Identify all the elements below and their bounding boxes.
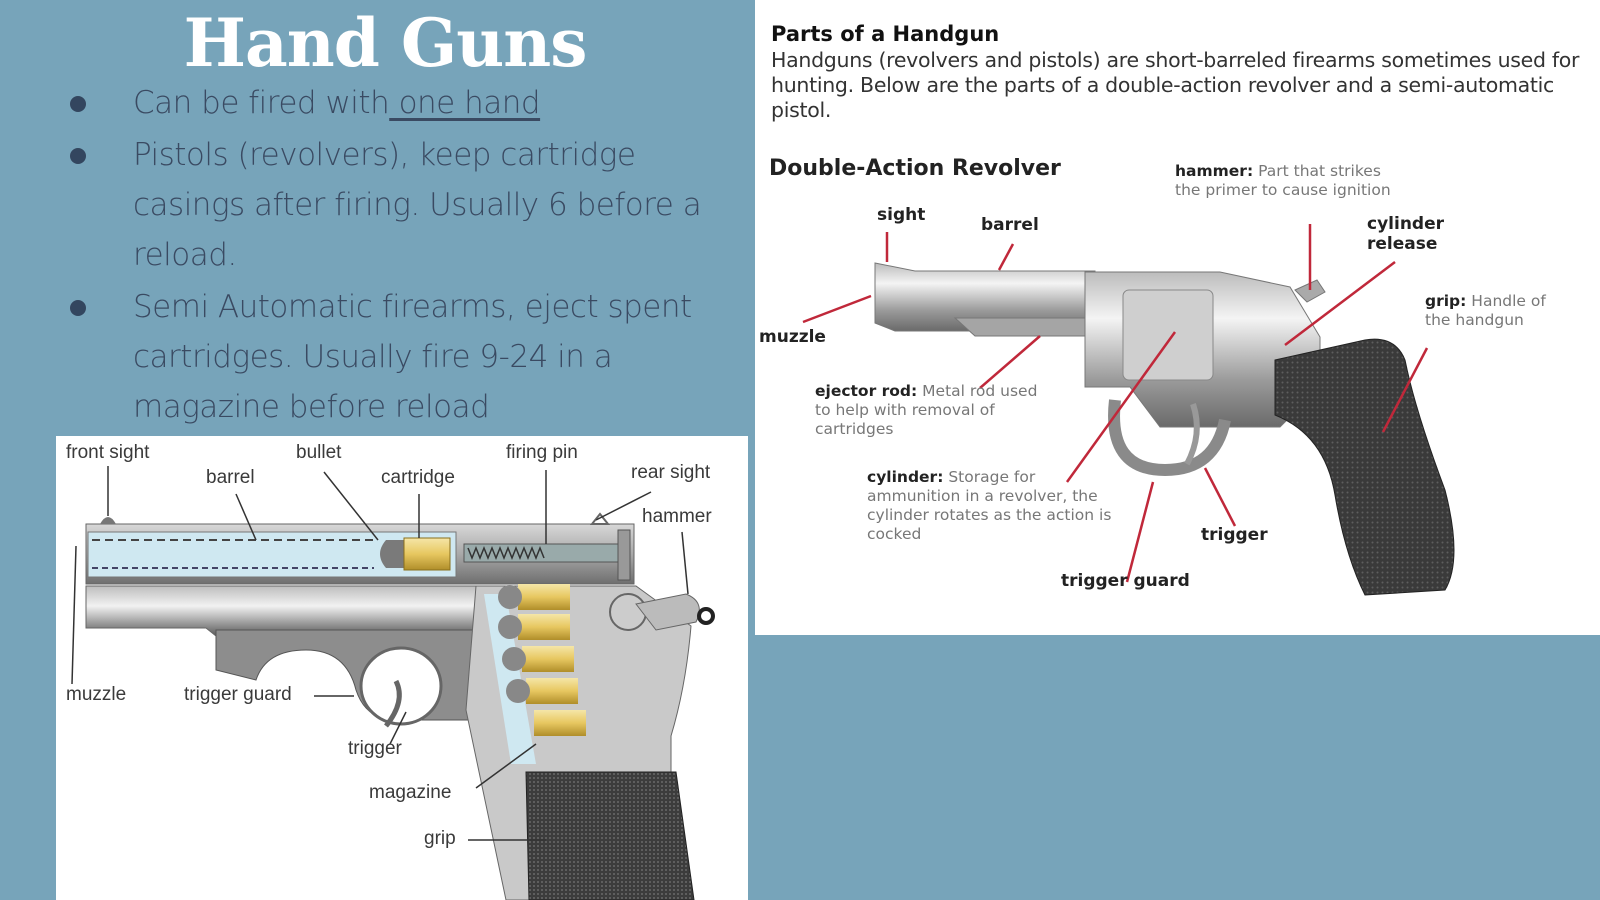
revolver-label-cylinder-release: cylinder release xyxy=(1367,214,1444,254)
bullet-item: Pistols (revolvers), keep cartridge casi… xyxy=(70,130,710,280)
magazine-cartridges xyxy=(498,584,586,736)
term-hammer: hammer: xyxy=(1175,162,1254,180)
label-front-sight: front sight xyxy=(66,442,150,463)
revolver-label-hammer: hammer: Part that strikes the primer to … xyxy=(1175,162,1395,200)
revolver-label-grip: grip: Handle of the handgun xyxy=(1425,292,1565,330)
revolver-trigger xyxy=(1184,403,1200,466)
revolver-diagram: Parts of a Handgun Handguns (revolvers a… xyxy=(755,0,1600,635)
revolver-label-ejector-rod: ejector rod: Metal rod used to help with… xyxy=(815,382,1055,439)
revolver-label-trigger-guard: trigger guard xyxy=(1061,571,1190,591)
label-grip: grip xyxy=(424,828,456,849)
desc-ejector-rod: Metal rod used to help with removal of c… xyxy=(815,382,1038,438)
bullet-text: Can be fired with one hand xyxy=(133,78,710,128)
revolver-ejector-rod xyxy=(953,317,1096,337)
revolver-leader-lines xyxy=(802,224,1429,583)
bullet-dot-icon xyxy=(70,282,133,432)
pistol-leader-lines xyxy=(71,466,689,841)
bullet-text-plain: Can be fired with xyxy=(133,85,390,121)
firing-pin xyxy=(463,529,631,581)
bullet-dot-icon xyxy=(70,78,133,128)
revolver-subheading: Double-Action Revolver xyxy=(769,156,1061,181)
revolver-label-barrel: barrel xyxy=(981,215,1039,235)
label-magazine: magazine xyxy=(369,782,452,803)
trigger-shape xyxy=(384,679,402,728)
label-trigger-guard: trigger guard xyxy=(184,684,292,705)
label-barrel: barrel xyxy=(206,467,255,488)
pistol-frame xyxy=(85,585,517,637)
trigger-guard-shape xyxy=(215,629,507,721)
bullet-list: Can be fired with one hand Pistols (revo… xyxy=(70,78,710,434)
label-hammer: hammer xyxy=(642,506,712,527)
revolver-trigger-guard xyxy=(1108,399,1231,477)
desc-grip: Handle of the handgun xyxy=(1425,292,1546,329)
slide-title: Hand Guns xyxy=(183,4,588,82)
trigger-guard-opening xyxy=(359,646,443,726)
term-ejector-rod: ejector rod: xyxy=(815,382,918,400)
label-muzzle: muzzle xyxy=(66,684,127,705)
underlined-text: one hand xyxy=(389,85,541,121)
hammer-shape xyxy=(609,593,715,631)
revolver-illustration xyxy=(802,224,1455,596)
label-bullet: bullet xyxy=(296,442,342,463)
revolver-grip xyxy=(1274,338,1455,596)
chambered-cartridge xyxy=(380,537,451,571)
revolver-label-muzzle: muzzle xyxy=(759,327,826,347)
desc-cylinder: Storage for ammunition in a revolver, th… xyxy=(867,468,1112,543)
revolver-cylinder xyxy=(1122,289,1214,381)
revolver-label-cylinder: cylinder: Storage for ammunition in a re… xyxy=(867,468,1127,544)
label-cartridge: cartridge xyxy=(381,467,455,488)
label-firing-pin: firing pin xyxy=(506,442,578,463)
pistol-diagram: front sight barrel bullet cartridge firi… xyxy=(56,436,748,900)
revolver-label-trigger: trigger xyxy=(1201,525,1268,545)
term-cylinder: cylinder: xyxy=(867,468,944,486)
term-grip: grip: xyxy=(1425,292,1467,310)
label-trigger: trigger xyxy=(348,738,402,759)
bullet-text: Pistols (revolvers), keep cartridge casi… xyxy=(133,137,702,273)
bullet-item: Semi Automatic firearms, eject spent car… xyxy=(70,282,710,432)
bullet-item: Can be fired with one hand xyxy=(70,78,710,128)
label-rear-sight: rear sight xyxy=(631,462,711,483)
revolver-panel-heading: Parts of a Handgun xyxy=(771,22,1000,46)
magazine-well xyxy=(484,594,536,764)
bullet-text: Semi Automatic firearms, eject spent car… xyxy=(133,289,692,425)
revolver-label-sight: sight xyxy=(877,205,926,225)
desc-hammer: Part that strikes the primer to cause ig… xyxy=(1175,162,1391,199)
grip-panel xyxy=(525,771,695,900)
bullet-dot-icon xyxy=(70,130,133,280)
revolver-panel-intro: Handguns (revolvers and pistols) are sho… xyxy=(771,48,1580,122)
pistol-illustration xyxy=(71,466,715,900)
